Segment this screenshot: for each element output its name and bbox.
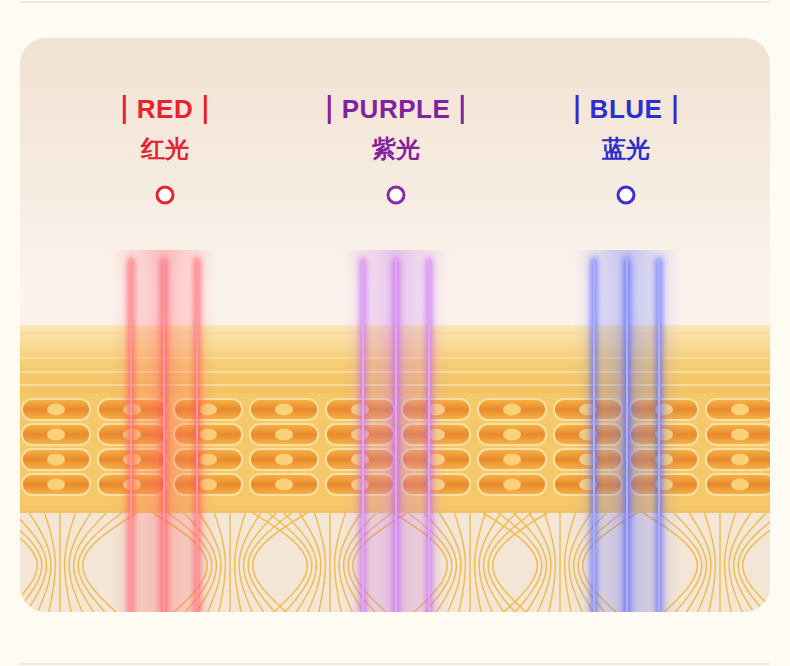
dermis-fiber [253,513,307,612]
dermis-fiber [284,513,317,612]
dermis-fiber [743,513,770,612]
dermis-fiber [483,513,537,612]
dermis-fiber [29,513,51,612]
dermis-fiber [559,513,561,612]
skin-cell [22,474,90,495]
cell-nucleus [503,454,521,466]
skin-cell [706,424,770,445]
dermis-fiber [719,513,721,612]
dermis-fiber [529,513,551,612]
dermis-fiber [479,513,501,612]
skin-cell [706,399,770,420]
dermis-fiber [20,513,46,612]
skin-cell [22,424,90,445]
cell-nucleus [275,404,293,416]
color-name: PURPLE [328,95,464,124]
skin-cell [706,474,770,495]
dermis-fiber [239,513,261,612]
cell-nucleus [731,429,749,441]
cell-nucleus [731,479,749,491]
cell-nucleus [47,429,65,441]
cell-nucleus [275,429,293,441]
dermis-fiber [469,513,471,612]
color-name: RED [123,95,207,124]
dermis-fiber [59,513,61,612]
color-name-chinese: 蓝光 [602,136,650,162]
skin-cell [22,449,90,470]
dermis-fiber [514,513,547,612]
cell-nucleus [503,404,521,416]
dermis-fiber [315,513,326,612]
cell-nucleus [275,479,293,491]
cell-nucleus [731,454,749,466]
color-name-chinese: 红光 [141,136,189,162]
cell-nucleus [503,479,521,491]
skin-cell [22,399,90,420]
skin-cell [250,399,318,420]
dermis-fiber [329,513,331,612]
skin-cell [250,474,318,495]
skin-cell [250,449,318,470]
skin-cell [478,474,546,495]
skin-cell [478,449,546,470]
dermis-fiber [455,513,466,612]
dermis-fiber [545,513,556,612]
dermis-fiber [69,513,91,612]
dermis-fiber [705,513,716,612]
cell-nucleus [275,454,293,466]
dermis-fiber [729,513,751,612]
cell-nucleus [47,479,65,491]
skin-cell [478,424,546,445]
dermis-fiber [229,513,231,612]
color-name-chinese: 紫光 [372,136,420,162]
skin-cell [706,449,770,470]
cell-nucleus [731,404,749,416]
cell-nucleus [47,404,65,416]
dermis-fiber [689,513,711,612]
cell-nucleus [47,454,65,466]
cell-nucleus [503,429,521,441]
skin-cell [250,424,318,445]
dermis-fiber [253,513,307,612]
color-name: BLUE [576,95,677,124]
dermis-fiber [45,513,56,612]
dermis-fiber [299,513,321,612]
skin-cell [478,399,546,420]
